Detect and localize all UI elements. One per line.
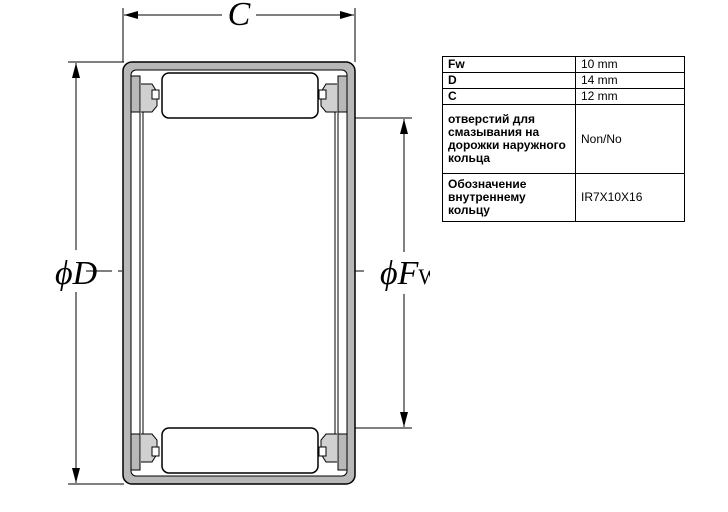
spec-row-inner-ring: Обозначение внутреннему кольцу IR7X10X16 [442, 173, 685, 222]
spec-row-d: D 14 mm [442, 72, 685, 89]
width-arrow-left [124, 11, 138, 19]
lip-top-left [130, 75, 141, 113]
inner-diameter-subscript: W [418, 264, 430, 289]
inner-diameter-symbol: ϕ [380, 255, 398, 292]
cage-tab-top-right [318, 89, 327, 100]
spec-value: IR7X10X16 [575, 173, 685, 222]
outer-arrow-top [72, 63, 80, 78]
spec-value: Non/No [575, 104, 685, 174]
spec-key: отверстий для смазывания на дорожки нару… [442, 104, 576, 174]
bearing-drawing: C ϕD ϕFW [55, 0, 430, 485]
width-arrow-right [340, 11, 354, 19]
cage-tab-top-left [151, 89, 160, 100]
spec-key: D [442, 72, 576, 89]
shell-inner-surface [130, 69, 348, 477]
needle-roller-bottom [161, 427, 319, 474]
lip-top-right [337, 75, 348, 113]
outer-diameter-letter: D [72, 255, 98, 292]
outer-diameter-label: ϕD [55, 255, 98, 292]
spec-table: Fw 10 mm D 14 mm C 12 mm отверстий для с… [442, 56, 685, 222]
spec-key: C [442, 88, 576, 105]
inner-diameter-letter: F [397, 255, 420, 292]
spec-key: Обозначение внутреннему кольцу [442, 173, 576, 222]
lip-bottom-right [337, 433, 348, 471]
spec-value: 14 mm [575, 72, 685, 89]
inner-diameter-label: ϕFW [380, 255, 430, 292]
width-label: C [228, 0, 251, 33]
spec-row-lubrication-holes: отверстий для смазывания на дорожки нару… [442, 104, 685, 174]
cage-tab-bottom-left [151, 446, 160, 457]
inner-arrow-top [400, 119, 408, 134]
needle-roller-top [161, 72, 319, 119]
spec-value: 12 mm [575, 88, 685, 105]
cage-tab-bottom-right [318, 446, 327, 457]
outer-diameter-symbol: ϕ [55, 255, 73, 292]
inner-arrow-bottom [400, 412, 408, 427]
spec-row-c: C 12 mm [442, 88, 685, 105]
spec-value: 10 mm [575, 56, 685, 73]
lip-bottom-left [130, 433, 141, 471]
spec-row-fw: Fw 10 mm [442, 56, 685, 73]
outer-arrow-bottom [72, 468, 80, 483]
spec-key: Fw [442, 56, 576, 73]
